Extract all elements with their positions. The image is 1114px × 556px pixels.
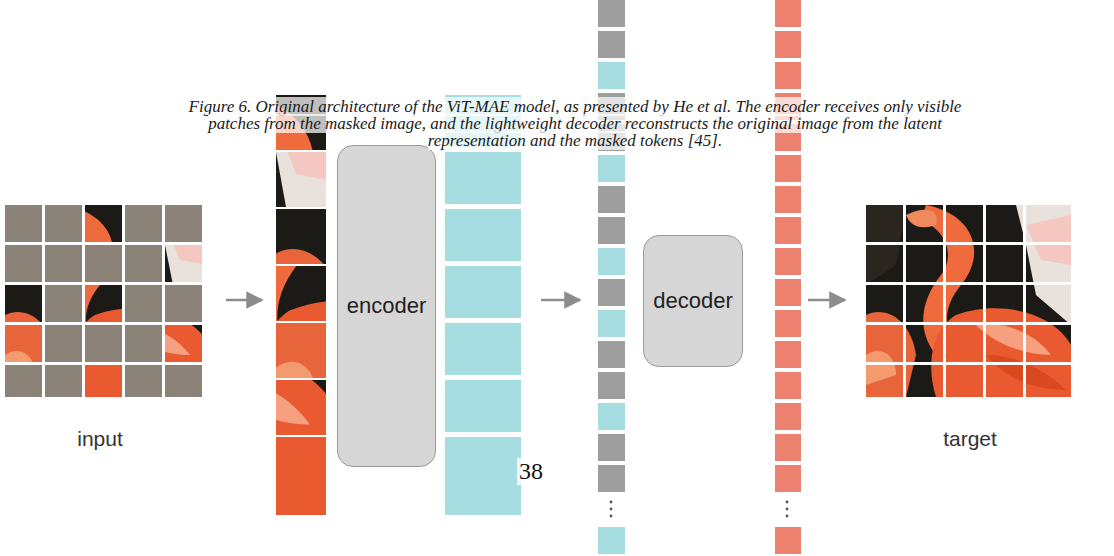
visible-patches — [60, 90, 553, 515]
block-label: encoder — [341, 293, 433, 319]
image-label: target — [943, 427, 997, 451]
flow-arrow — [226, 299, 262, 302]
token-sequence — [598, 0, 625, 554]
masked-input-image — [5, 205, 210, 397]
block-label: decoder — [647, 288, 739, 314]
reconstructed-tokens — [775, 0, 801, 554]
target-image — [866, 205, 1071, 397]
decoder-box: decoder — [643, 235, 743, 367]
flow-arrow — [808, 299, 845, 302]
encoder-box: encoder — [337, 145, 437, 467]
caption-block: Figure 6. Original architecture of the V… — [185, 98, 965, 149]
image-label: input — [77, 427, 123, 451]
figure-caption: Figure 6. Original architecture of the V… — [189, 97, 962, 150]
latent-tokens — [445, 95, 521, 515]
page-number: 38 — [517, 458, 545, 485]
flow-arrow — [541, 299, 580, 302]
